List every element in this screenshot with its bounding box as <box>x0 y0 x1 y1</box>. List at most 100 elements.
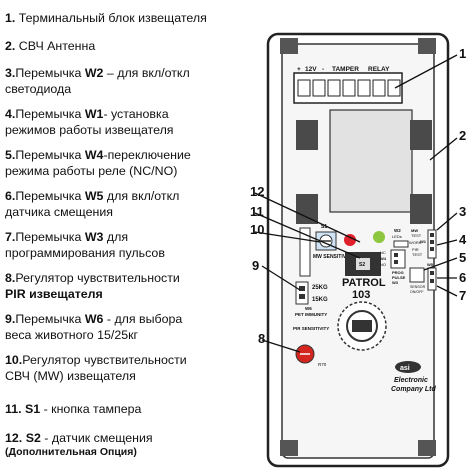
legend-line2: веса животного 15/25кг <box>5 328 139 342</box>
legend-number: 10. <box>5 353 23 367</box>
callout-5: 5 <box>459 250 467 265</box>
legend-bold: S2 <box>25 431 41 445</box>
w6-label: W6 <box>305 306 312 311</box>
legend-line2: светодиода <box>5 82 72 96</box>
legend-item-12: 12. S2 - датчик смещения (Дополнительная… <box>5 430 153 458</box>
legend-text: - датчик смещения <box>40 431 153 445</box>
led-green <box>373 231 385 243</box>
tamper-switch-s1: S2 S1 <box>321 224 381 276</box>
terminal-tamper: TAMPER <box>332 66 359 73</box>
legend-text: - для выбора <box>103 312 183 326</box>
legend-text: Перемычка <box>15 66 85 80</box>
legend-text: для вкл/откл <box>103 189 180 203</box>
legend-text: - установка <box>103 107 169 121</box>
company-line2: Company Ltd <box>391 386 436 393</box>
legend-item-11: 11. S1 - кнопка тампера <box>5 401 141 417</box>
w1-mw-label: MW <box>411 228 418 233</box>
legend-line2: режима работы реле (NC/NO) <box>5 164 178 178</box>
legend-number: 5. <box>5 148 16 162</box>
legend-line2: СВЧ (MW) извещателя <box>5 369 136 383</box>
terminal-plus: + <box>297 66 301 73</box>
legend-number: 4. <box>5 107 16 121</box>
leader-lines <box>254 54 458 353</box>
callout-8: 8 <box>258 331 266 346</box>
callout-4: 4 <box>459 232 467 247</box>
legend-item-6: 6.Перемычка W5 для вкл/откл датчика смещ… <box>5 188 179 220</box>
callout-12: 12 <box>250 184 265 199</box>
callout-7: 7 <box>459 288 467 303</box>
legend-number: 6. <box>5 189 16 203</box>
legend-text: СВЧ Антенна <box>18 39 96 53</box>
legend-bold: W5 <box>84 189 104 203</box>
legend-item-1: 1. Терминальный блок извещателя <box>5 10 207 26</box>
w4-nc-label: NC <box>380 250 386 255</box>
legend-text: Перемычка <box>15 107 85 121</box>
legend-item-8: 8.Регулятор чувствительности PIR извещат… <box>5 270 180 302</box>
pet-15kg-label: 15KG <box>312 297 328 303</box>
microwave-antenna <box>296 109 432 224</box>
legend-number: 3. <box>5 66 16 80</box>
legend-text: Перемычка <box>15 148 85 162</box>
callout-1: 1 <box>459 46 467 61</box>
legend-bold: W6 <box>84 312 104 326</box>
legend-line2: программирования пульсов <box>5 246 165 260</box>
mw-sensitivity-label: MW SENSITIVITY <box>313 254 355 260</box>
s2-label: S2 <box>359 262 365 268</box>
w5-onoff-label: ON/OFF <box>410 290 424 294</box>
legend-bold: S1 <box>25 402 41 416</box>
company-logo: asi Electronic Company Ltd <box>391 361 436 393</box>
brand-name: PATROL <box>342 277 386 289</box>
w4-label: W4 <box>380 256 387 261</box>
pet-25kg-label: 25KG <box>312 285 328 291</box>
pir-sensor <box>337 301 387 351</box>
terminal-relay: RELAY <box>368 66 390 73</box>
callout-6: 6 <box>459 270 467 285</box>
legend-number: 8. <box>5 271 16 285</box>
legend-text: – для вкл/откл <box>103 66 190 80</box>
legend-number: 7. <box>5 230 16 244</box>
legend-text: для <box>103 230 129 244</box>
w1-test-label: TEST <box>411 233 422 238</box>
w5-label: W5 <box>427 262 434 267</box>
legend-number: 11. <box>5 402 22 416</box>
callout-9: 9 <box>252 258 260 273</box>
legend-text: Регулятор чувствительности <box>15 271 180 285</box>
callout-2: 2 <box>459 128 467 143</box>
callout-11: 11 <box>250 204 264 219</box>
terminal-block: + 12V - TAMPER RELAY <box>293 66 403 104</box>
legend-line2: режимов работы извещателя <box>5 123 174 137</box>
company-line1: Electronic <box>394 377 428 384</box>
terminal-screws <box>297 79 401 97</box>
led-red <box>344 234 356 246</box>
legend-bold: W4 <box>84 148 104 162</box>
w1-pir-test-label: TEST <box>412 252 423 257</box>
legend-line2: датчика смещения <box>5 205 113 219</box>
w5-sensor-label: SENSOR <box>410 285 426 289</box>
legend-text: Регулятор чувствительности <box>22 353 187 367</box>
pir-sensitivity-pot: PIR SENSITIVITY R70 <box>293 326 329 367</box>
w1-pir-label: PIR <box>412 247 419 252</box>
pet-immunity-label: PET IMMUNITY <box>295 312 327 317</box>
legend-item-5: 5.Перемычка W4-переключение режима работ… <box>5 147 191 179</box>
legend-text: - кнопка тампера <box>40 402 142 416</box>
legend-item-4: 4.Перемычка W1- установка режимов работы… <box>5 106 174 138</box>
legend-item-10: 10.Регулятор чувствительности СВЧ (MW) и… <box>5 352 187 384</box>
legend-number: 1. <box>5 11 16 25</box>
legend-line2: PIR извещателя <box>5 287 103 301</box>
r70-label: R70 <box>318 362 327 367</box>
jumper-block: W2 LEDs MW TEST W1 WORK PIR TEST NC W4 N… <box>380 228 437 294</box>
logo-text: asi <box>400 365 410 372</box>
legend-number: 12. <box>5 431 23 445</box>
legend-item-7: 7.Перемычка W3 для программирования пуль… <box>5 229 165 261</box>
w1-work-label: WORK <box>409 240 422 245</box>
w2-label: W2 <box>394 228 401 233</box>
w3-prog-label: PROG <box>392 270 404 275</box>
w4-no-label: NO <box>380 262 386 267</box>
w2-leds-label: LEDs <box>392 234 402 239</box>
model-number: 103 <box>352 289 370 301</box>
legend-text: Перемычка <box>15 189 85 203</box>
pir-sensitivity-label: PIR SENSITIVITY <box>293 326 329 331</box>
terminal-minus: - <box>322 66 324 73</box>
legend-text: Перемычка <box>15 312 85 326</box>
